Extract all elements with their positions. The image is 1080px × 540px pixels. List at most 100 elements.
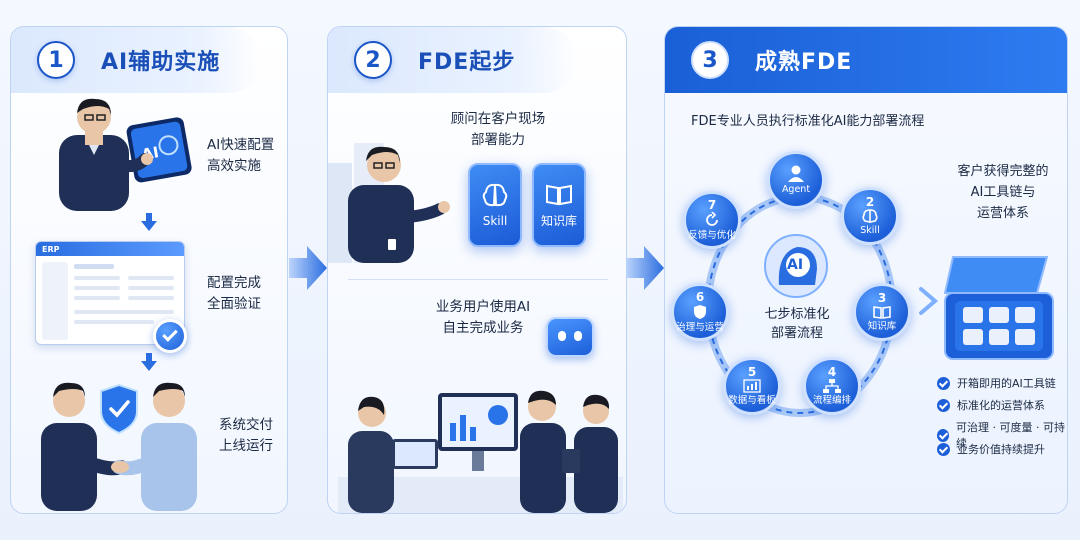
center-ai-label: AI [787,257,804,273]
cycle-node-label: 数据与看板 [728,394,776,406]
checklist-item-label: 业务价值持续提升 [957,443,1045,456]
cycle-node-data-dashboard: 5 数据与看板 [723,357,781,415]
cycle-node-knowledge-base: 3 知识库 [853,283,911,341]
cycle-node-number: 7 [707,197,717,212]
erp-titlebar: ERP [36,242,184,256]
stage3-subtitle: FDE专业人员执行标准化AI能力部署流程 [691,114,925,129]
stage1-step2-text: 配置完成 全面验证 [207,273,261,315]
consultant-with-tablet-illustration: AI [59,98,192,211]
check-icon [937,442,950,456]
stage2-consult-text: 顾问在客户现场 部署能力 [438,109,558,151]
stage3-header: 3 成熟FDE [665,27,1067,93]
shield-icon [694,304,706,319]
business-users-illustration [338,390,623,513]
stage3-result-line3: 运营体系 [976,206,1029,221]
cycle-node-number: 5 [747,364,757,379]
checklist-item: 可治理 · 可度量 · 可持续 [937,419,1067,451]
chatbot-icon [546,317,594,357]
handshake-illustration [41,382,197,511]
result-arrow [919,287,939,315]
stage2-header: 2 FDE起步 [328,27,578,93]
flowchart-icon [823,378,841,393]
bar-chart-icon [743,378,761,393]
stage1-step2-line2: 全面验证 [207,296,261,312]
erp-line [74,296,120,300]
cycle-node-workflow: 4 流程编排 [803,357,861,415]
stage-arrow-2 [626,246,664,290]
book-icon [873,305,891,319]
refresh-icon [706,211,718,226]
stage2-consult-line1: 顾问在客户现场 [450,111,546,127]
stage1-step3-line1: 系统交付 [219,417,273,433]
stage1-number-badge: 1 [37,41,75,79]
erp-line [74,276,120,280]
cycle-node-label: Agent [781,184,811,195]
erp-line [128,276,174,280]
stage2-user-text: 业务用户使用AI 自主完成业务 [418,297,548,339]
cycle-node-label: 治理与运营 [676,321,724,333]
skill-card-label: Skill [482,214,508,228]
down-arrow-stem-1 [146,213,152,221]
stage1-step1-text: AI快速配置 高效实施 [207,135,274,177]
check-badge-icon [153,319,187,353]
erp-label: ERP [42,244,60,254]
ai-head-icon [764,234,828,298]
stage2-consult-line2: 部署能力 [471,132,525,148]
stage2-user-line2: 自主完成业务 [442,320,524,336]
erp-line [74,320,154,324]
check-icon [937,376,950,390]
erp-line [128,286,174,290]
stage2-user-line1: 业务用户使用AI [435,299,531,315]
stage3-number-badge: 3 [691,41,729,79]
checklist-item: 标准化的运营体系 [937,397,1045,413]
erp-line [74,264,114,269]
stage3-result-line1: 客户获得完整的 [957,164,1049,179]
checklist-item-label: 可治理 · 可度量 · 可持续 [956,421,1066,450]
cycle-node-label: 反馈与优化 [688,229,736,241]
erp-line [74,286,120,290]
stage3-title: 成熟FDE [755,50,853,75]
cycle-node-label: 知识库 [867,320,897,332]
stage3-center-line1: 七步标准化 [764,307,830,322]
checklist-item: 开箱即用的AI工具链 [937,375,1056,391]
stage1-title: AI辅助实施 [101,50,221,75]
cycle-node-label: 流程编排 [812,394,851,406]
skill-card: Skill [468,163,522,247]
down-arrow-2 [141,361,157,371]
stage3-result-line2: AI工具链与 [970,185,1036,200]
cycle-node-feedback: 7 反馈与优化 [683,191,741,249]
stage1-step2-line1: 配置完成 [207,275,261,291]
check-icon [937,428,950,442]
stage-arrow-1 [289,246,327,290]
erp-window: ERP [35,241,185,345]
cycle-node-label: Skill [860,224,880,236]
stage1-header: 1 AI辅助实施 [11,27,261,93]
book-icon [546,184,572,205]
stage1-step1-line1: AI快速配置 [207,137,275,153]
stage2-title: FDE起步 [418,50,516,75]
stage3-result-text: 客户获得完整的 AI工具链与 运营体系 [943,161,1063,224]
erp-line [128,296,174,300]
brain-icon [482,183,508,207]
erp-line [74,310,174,314]
stage2-panel: 2 FDE起步 顾问在客户现场 部署能力 Skill 知识库 业务用户使用AI … [327,26,627,514]
cycle-node-number: 2 [865,194,875,209]
divider-line [348,279,608,280]
ai-toolbox-illustration [943,256,1054,360]
stage3-center-line2: 部署流程 [770,326,823,341]
checklist-item-label: 标准化的运营体系 [957,399,1045,412]
cycle-node-number: 3 [877,290,887,305]
knowledge-base-card-label: 知识库 [540,213,577,228]
stage2-number-badge: 2 [354,41,392,79]
brain-icon [862,208,878,223]
onsite-consultant-illustration [328,143,450,263]
down-arrow-stem-2 [146,353,152,361]
cycle-node-number: 4 [827,364,837,379]
cycle-node-skill: 2 Skill [841,187,899,245]
stage1-step1-line2: 高效实施 [207,158,261,174]
stage1-step3-text: 系统交付 上线运行 [219,415,273,457]
stage1-panel: 1 AI辅助实施 AI AI快速配置 高效实施 ERP [10,26,288,514]
down-arrow-1 [141,221,157,231]
check-icon [937,398,950,412]
cycle-node-number: 6 [695,289,705,304]
